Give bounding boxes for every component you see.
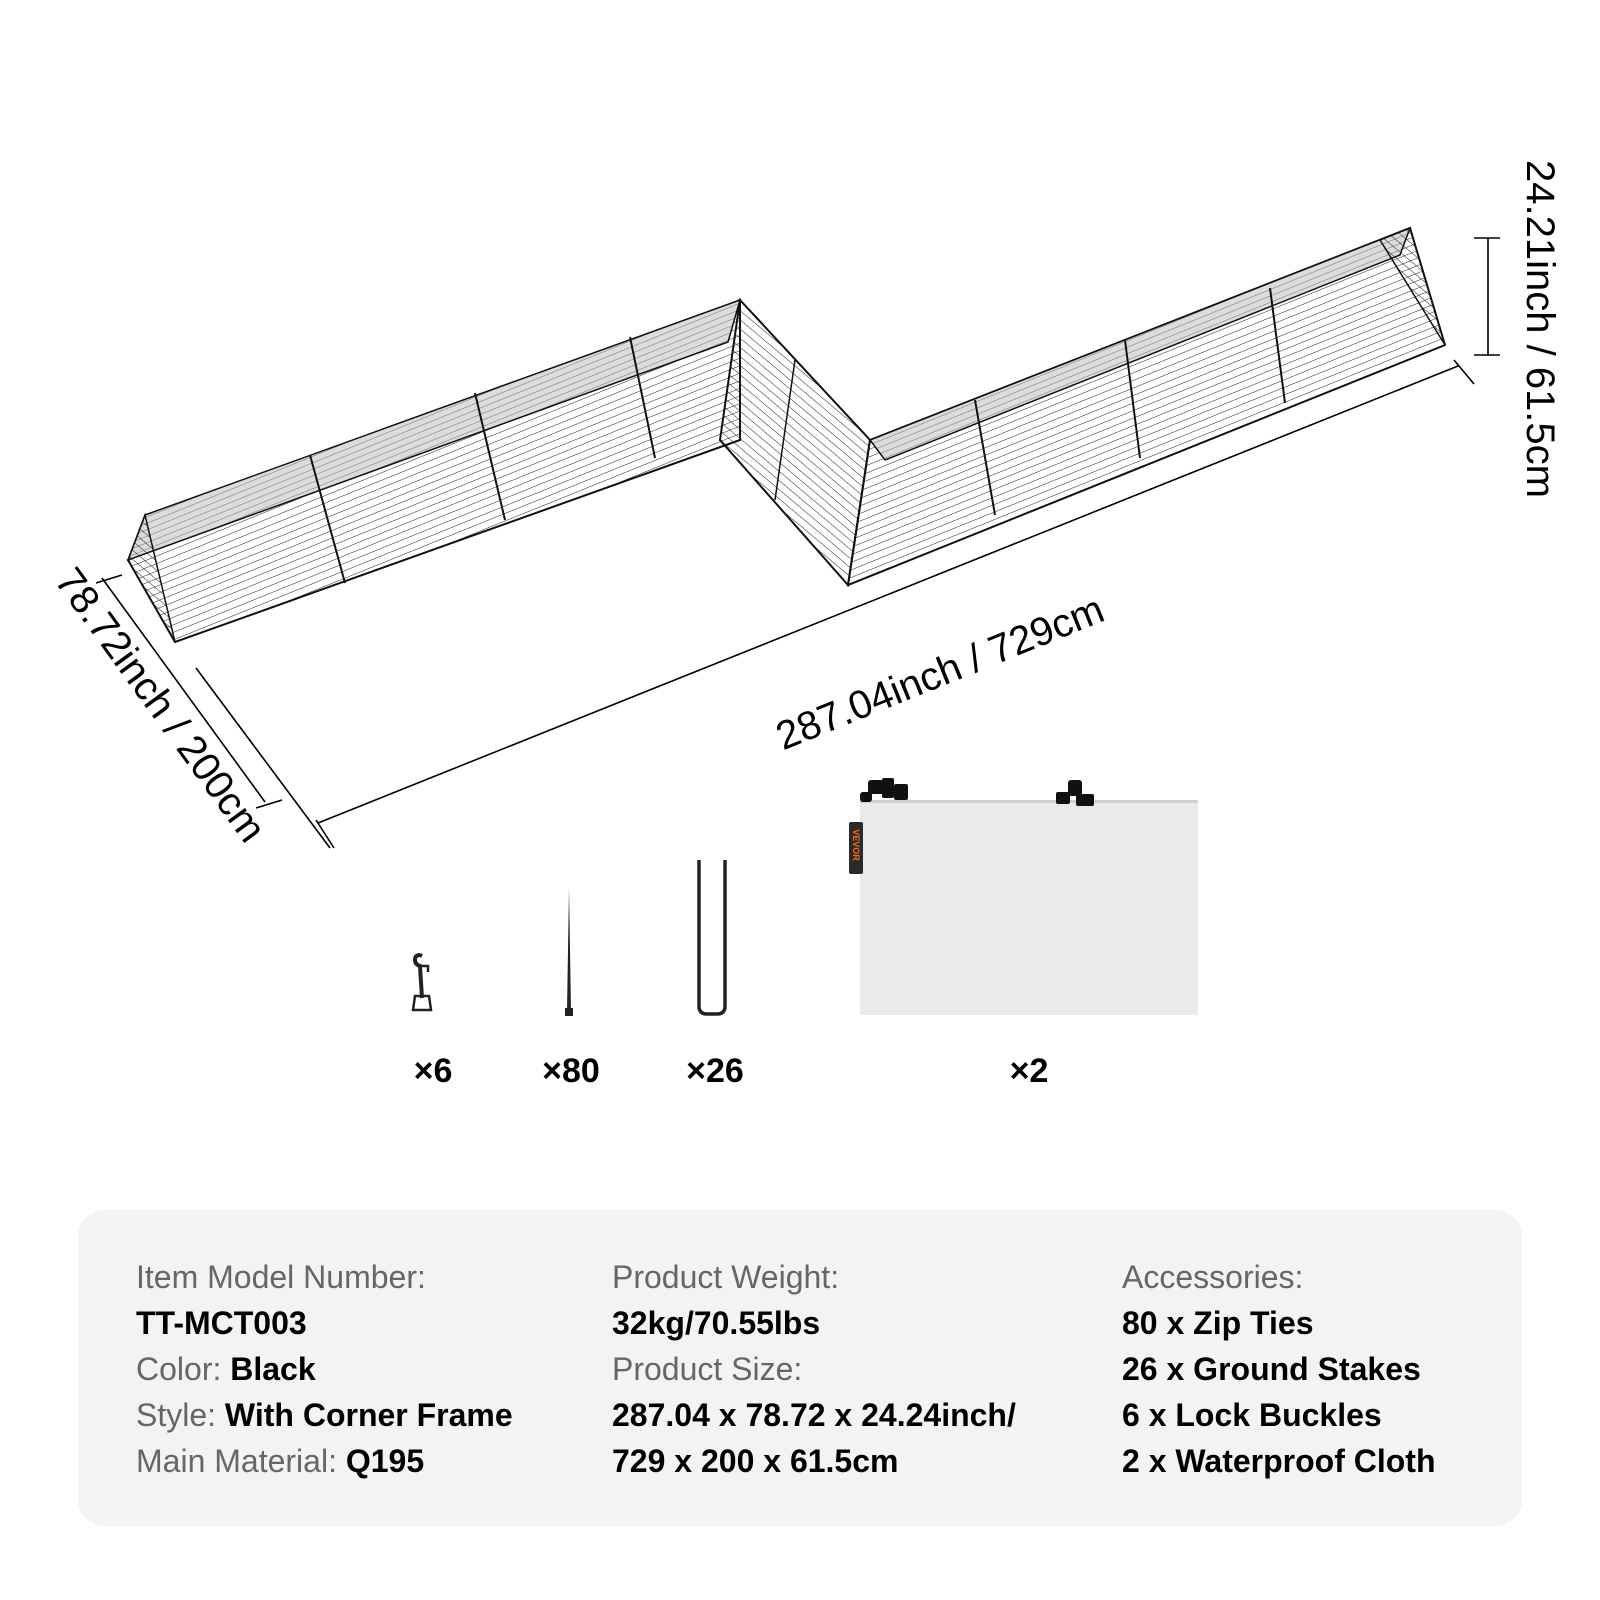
spec-column-3: Accessories: 80 x Zip Ties 26 x Ground S… [1122, 1254, 1435, 1484]
accessories-label: Accessories: [1122, 1259, 1304, 1295]
lock-buckle-icon [411, 953, 433, 1012]
cloth-buckles-icon [860, 778, 1094, 806]
size-value-line2: 729 x 200 x 61.5cm [612, 1443, 899, 1479]
vevor-brand-tag: VEVOR [849, 822, 863, 874]
material-value: Q195 [345, 1443, 425, 1479]
color-row: Color: Black [136, 1346, 513, 1392]
color-value: Black [230, 1351, 316, 1387]
accessory-item: 2 x Waterproof Cloth [1122, 1443, 1436, 1479]
specification-panel: Item Model Number: TT-MCT003 Color: Blac… [78, 1210, 1522, 1526]
material-row: Main Material: Q195 [136, 1438, 513, 1484]
waterproof-cloth-image [860, 800, 1198, 1015]
ground-stake-qty: ×26 [686, 1052, 744, 1090]
style-row: Style: With Corner Frame [136, 1392, 513, 1438]
accessory-item: 80 x Zip Ties [1122, 1305, 1314, 1341]
zip-tie-qty: ×80 [542, 1052, 600, 1090]
spec-column-1: Item Model Number: TT-MCT003 Color: Blac… [136, 1254, 513, 1484]
cat-tunnel-wireframe [95, 226, 1500, 849]
style-label: Style: [136, 1397, 217, 1433]
product-dimension-diagram: 287.04inch / 729cm 78.72inch / 200cm 24.… [46, 160, 1562, 1090]
waterproof-cloth-qty: ×2 [1009, 1052, 1049, 1090]
model-value: TT-MCT003 [136, 1305, 307, 1341]
material-label: Main Material: [136, 1443, 337, 1479]
weight-value: 32kg/70.55lbs [612, 1305, 821, 1341]
model-label: Item Model Number: [136, 1259, 426, 1295]
ground-stake-icon [697, 860, 727, 1016]
style-value: With Corner Frame [224, 1397, 513, 1433]
size-label: Product Size: [612, 1351, 803, 1387]
weight-label: Product Weight: [612, 1259, 840, 1295]
size-value-line1: 287.04 x 78.72 x 24.24inch/ [612, 1397, 1016, 1433]
height-dimension-label: 24.21inch / 61.5cm [1518, 160, 1562, 498]
accessory-item: 26 x Ground Stakes [1122, 1351, 1421, 1387]
spec-column-2: Product Weight: 32kg/70.55lbs Product Si… [612, 1254, 1016, 1484]
dimension-lines [95, 237, 1500, 849]
color-label: Color: [136, 1351, 222, 1387]
zip-tie-icon [565, 888, 573, 1016]
lock-buckle-qty: ×6 [413, 1052, 453, 1090]
accessory-item: 6 x Lock Buckles [1122, 1397, 1382, 1433]
